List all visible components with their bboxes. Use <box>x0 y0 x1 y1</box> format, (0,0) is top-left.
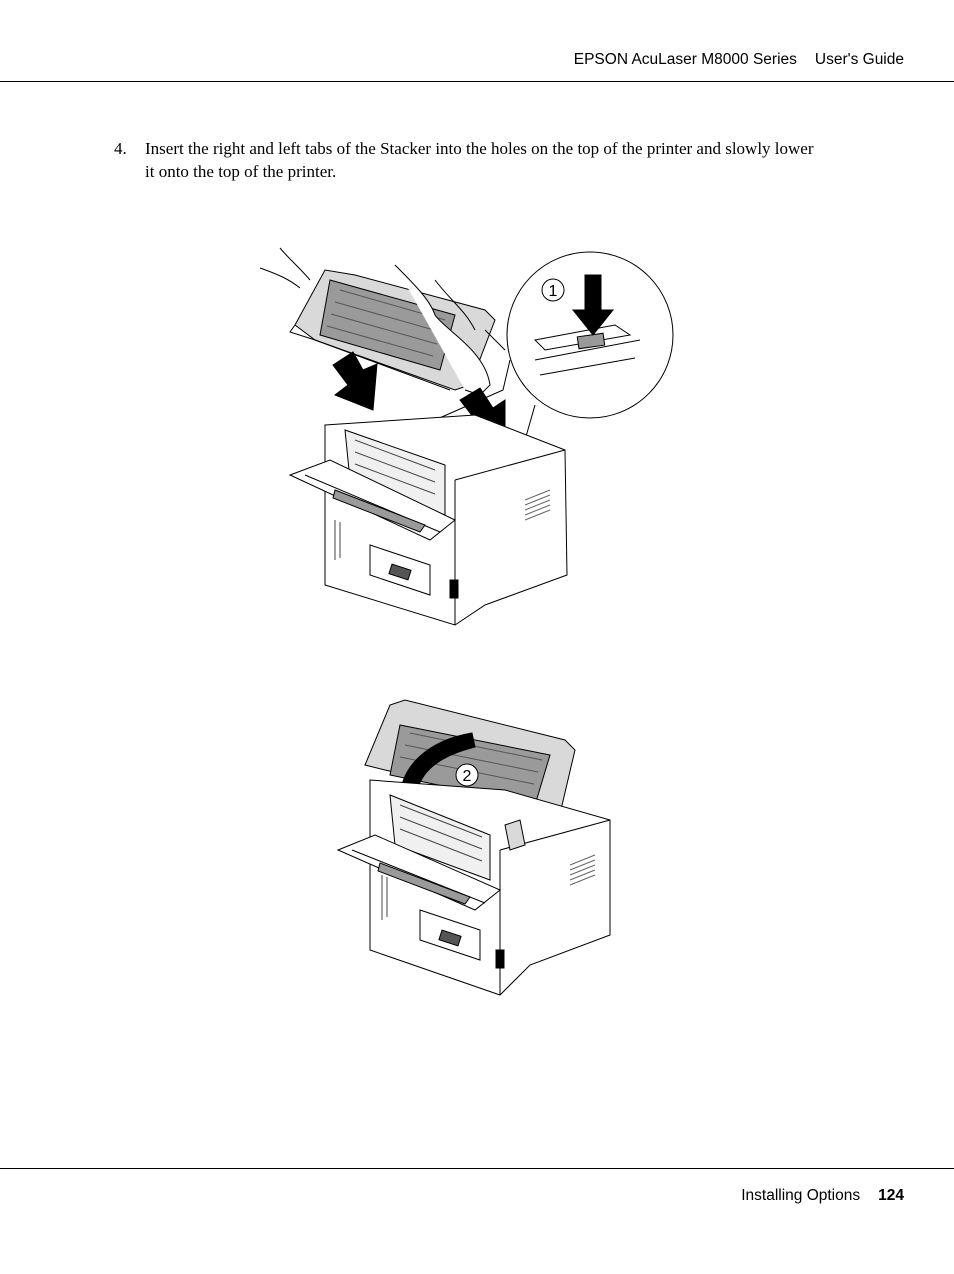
page-footer-rule <box>0 1168 954 1169</box>
step-text: Insert the right and left tabs of the St… <box>145 137 895 183</box>
footer-section: Installing Options <box>741 1187 861 1204</box>
header-text: EPSON AcuLaser M8000 Series User's Guide <box>574 51 904 69</box>
stacker-lower-illustration: 2 <box>336 699 611 996</box>
page-header: EPSON AcuLaser M8000 Series User's Guide <box>0 0 954 82</box>
callout-1-label: 1 <box>549 283 558 300</box>
header-guide: User's Guide <box>814 51 904 68</box>
page-footer: Installing Options 124 <box>741 1187 904 1205</box>
step-text-line-2: it onto the top of the printer. <box>145 162 337 181</box>
page-number: 124 <box>878 1187 904 1204</box>
step-number: 4. <box>114 139 127 158</box>
header-product: EPSON AcuLaser M8000 Series <box>573 51 797 68</box>
stacker-insert-illustration: 1 <box>259 247 674 626</box>
callout-2-label: 2 <box>463 768 472 785</box>
step-text-line-1: Insert the right and left tabs of the St… <box>145 139 814 158</box>
